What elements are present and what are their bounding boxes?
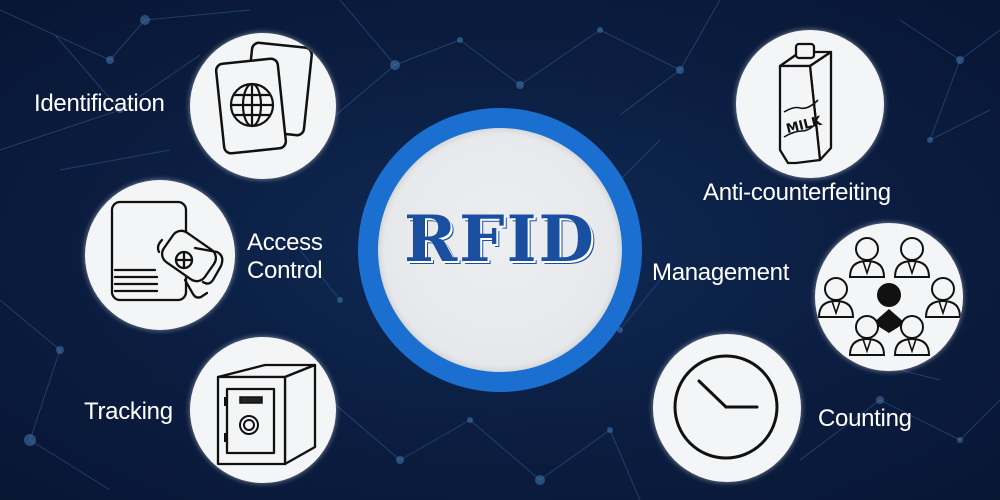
card-access-icon bbox=[110, 200, 224, 302]
clock-icon bbox=[673, 354, 779, 460]
rfid-center-disc bbox=[378, 128, 622, 372]
label-tracking: Tracking bbox=[84, 398, 173, 425]
label-access: Access bbox=[247, 229, 323, 256]
access-control-circle bbox=[85, 180, 235, 330]
counting-circle bbox=[653, 334, 801, 482]
identification-circle bbox=[190, 33, 336, 179]
label-access-control: Access Control bbox=[247, 229, 323, 285]
label-control: Control bbox=[247, 257, 323, 284]
label-counting: Counting bbox=[818, 405, 912, 432]
safe-icon bbox=[216, 363, 317, 466]
anti-counterfeiting-circle: MILK bbox=[736, 30, 884, 178]
label-management: Management bbox=[652, 259, 790, 286]
rfid-title: RFID bbox=[403, 202, 597, 277]
management-circle bbox=[815, 223, 963, 371]
milk-carton-icon: MILK bbox=[778, 42, 833, 165]
label-anti-counterfeiting: Anti-counterfeiting bbox=[703, 179, 891, 206]
tracking-circle bbox=[190, 337, 336, 483]
passport-icon bbox=[214, 41, 313, 155]
label-identification: Identification bbox=[34, 90, 165, 117]
team-icon bbox=[818, 237, 961, 356]
